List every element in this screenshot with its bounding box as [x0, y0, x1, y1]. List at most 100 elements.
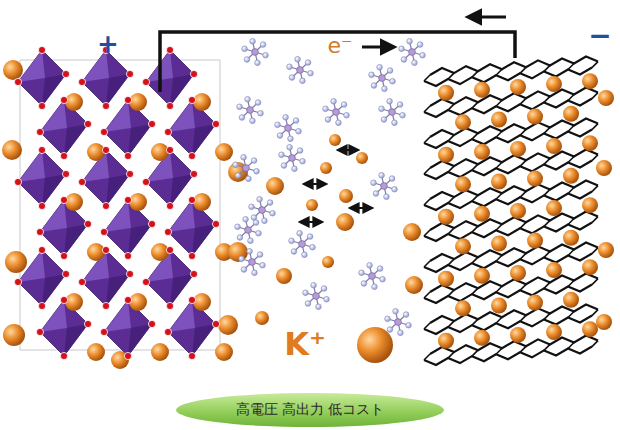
potassium-ion — [582, 197, 598, 213]
anion — [275, 114, 302, 141]
oxygen-atom — [188, 152, 195, 159]
octahedron — [82, 250, 130, 306]
potassium-ion — [527, 233, 543, 249]
oxygen-atom — [38, 246, 45, 253]
graphene-bond — [520, 160, 526, 166]
oxygen-atom — [142, 78, 149, 85]
graphene-bond — [472, 71, 478, 77]
graphene-bond — [568, 187, 574, 193]
oxygen-atom — [188, 252, 195, 259]
octahedron — [104, 100, 152, 156]
potassium-ion — [546, 138, 562, 154]
oxygen-atom — [102, 246, 109, 253]
ion-exchange-arrow — [304, 183, 326, 185]
anion — [369, 64, 396, 91]
potassium-ion — [336, 213, 354, 231]
anion — [399, 38, 426, 65]
oxygen-atom — [102, 146, 109, 153]
potassium-ion — [582, 321, 598, 337]
potassium-ion — [438, 271, 454, 287]
oxygen-atom — [102, 102, 109, 109]
oxygen-atom — [102, 202, 109, 209]
potassium-ion — [582, 259, 598, 275]
potassium-ion — [455, 300, 471, 316]
graphene-bond — [592, 62, 598, 68]
potassium-ion — [527, 109, 543, 125]
oxygen-atom — [102, 302, 109, 309]
oxygen-atom — [78, 78, 85, 85]
oxygen-atom — [124, 152, 131, 159]
potassium-ion — [455, 114, 471, 130]
potassium-ion — [329, 134, 341, 146]
graphene-bond — [568, 311, 574, 317]
potassium-ion — [438, 147, 454, 163]
electron-label: e⁻ — [327, 35, 352, 57]
graphene-bond — [544, 313, 550, 319]
potassium-ion — [474, 206, 490, 222]
octahedron — [168, 200, 216, 256]
graphene-bond — [496, 193, 502, 199]
oxygen-atom — [84, 220, 91, 227]
oxygen-atom — [188, 196, 195, 203]
graphene-bond — [472, 195, 478, 201]
graphene-bond — [496, 100, 502, 106]
oxygen-atom — [62, 70, 69, 77]
potassium-ion — [339, 189, 353, 203]
oxygen-atom — [60, 352, 67, 359]
oxygen-atom — [142, 278, 149, 285]
potassium-ion — [87, 243, 105, 261]
graphene-bond — [544, 282, 550, 288]
potassium-ion — [87, 143, 105, 161]
graphene-bond — [592, 186, 598, 192]
potassium-ion — [129, 193, 147, 211]
oxygen-atom — [14, 278, 21, 285]
oxygen-atom — [78, 278, 85, 285]
graphene-bond — [568, 63, 574, 69]
potassium-ion — [129, 93, 147, 111]
graphene-bond — [568, 94, 574, 100]
graphene-bond — [448, 259, 454, 265]
electrolyte — [233, 38, 426, 363]
anion — [242, 38, 269, 65]
graphene-bond — [424, 137, 430, 143]
anion — [323, 98, 350, 125]
oxygen-atom — [60, 296, 67, 303]
potassium-ion — [218, 315, 238, 335]
octahedron — [168, 300, 216, 356]
graphene-bond — [568, 125, 574, 131]
octahedron — [146, 250, 194, 306]
oxygen-atom — [124, 296, 131, 303]
potassium-ion — [596, 160, 612, 176]
graphene-bond — [520, 284, 526, 290]
negative-sign: − — [588, 22, 611, 50]
potassium-ion — [193, 93, 211, 111]
oxygen-atom — [166, 302, 173, 309]
potassium-ion — [563, 168, 579, 184]
graphene-bond — [448, 321, 454, 327]
potassium-ion — [438, 85, 454, 101]
graphene-bond — [520, 346, 526, 352]
oxygen-atom — [100, 328, 107, 335]
graphene-bond — [472, 226, 478, 232]
anion — [249, 196, 276, 223]
graphene-bond — [568, 280, 574, 286]
potassium-ion — [3, 60, 23, 80]
octahedron — [40, 200, 88, 256]
unit-cell-line — [20, 60, 21, 350]
oxygen-atom — [148, 220, 155, 227]
node-text: 高電圧 高出力 低コスト — [236, 401, 385, 419]
potassium-ion — [582, 73, 598, 89]
potassium-ion — [151, 343, 169, 361]
anion — [289, 230, 316, 257]
potassium-ion — [65, 293, 83, 311]
graphene-bond — [424, 106, 430, 112]
graphene-bond — [472, 350, 478, 356]
potassium-ion — [563, 292, 579, 308]
graphene-bond — [424, 354, 430, 360]
octahedron — [18, 50, 66, 106]
graphene-bond — [496, 224, 502, 230]
graphene-bond — [544, 158, 550, 164]
oxygen-atom — [60, 152, 67, 159]
anion — [385, 308, 412, 335]
